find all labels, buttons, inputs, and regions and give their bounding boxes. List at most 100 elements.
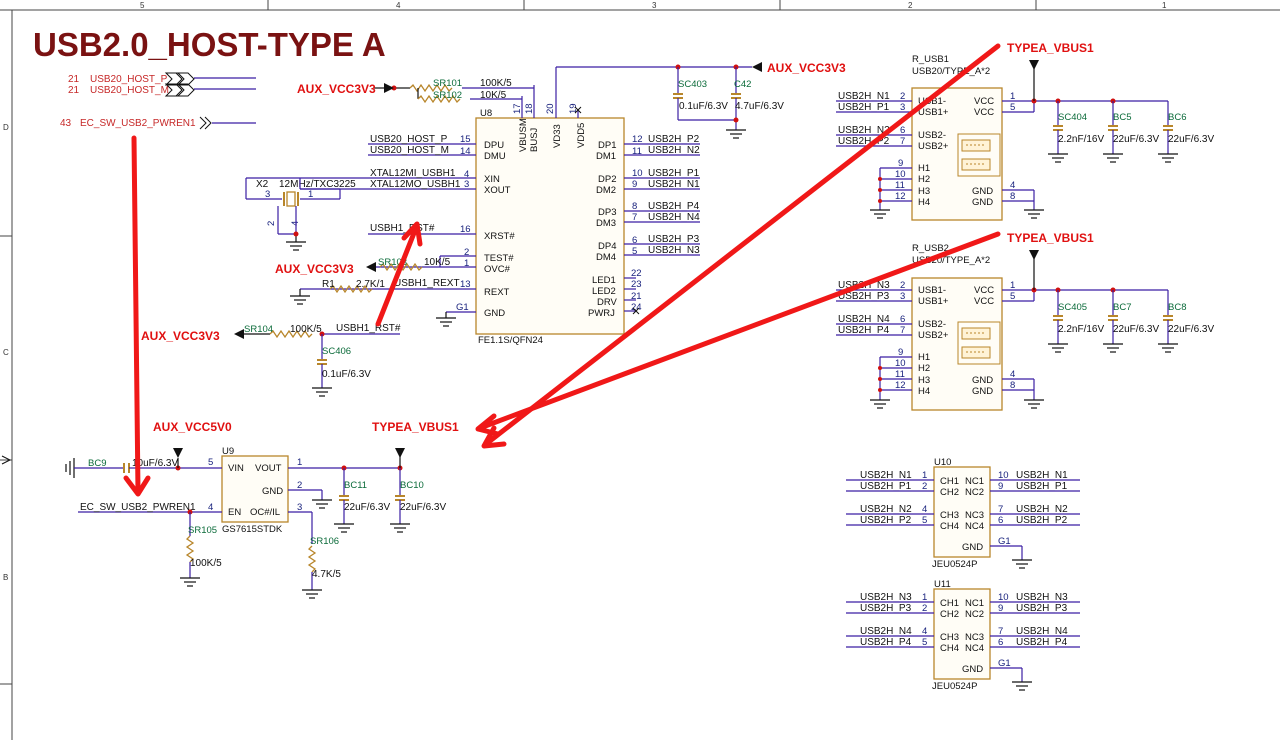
svg-text:LED2: LED2 [592,286,616,297]
svg-text:USB2H_N1: USB2H_N1 [838,91,890,102]
svg-text:1: 1 [1010,280,1015,291]
svg-text:6: 6 [998,515,1003,526]
svg-text:LED1: LED1 [592,275,616,286]
power-aux3v3-d: AUX_VCC3V3 [141,329,220,343]
svg-text:USB1+: USB1+ [918,107,949,118]
svg-text:GND: GND [962,542,983,553]
svg-text:USB2H_N1: USB2H_N1 [860,470,912,481]
svg-text:SR101: SR101 [433,78,462,89]
svg-text:10: 10 [895,169,906,180]
svg-text:USB2H_P2: USB2H_P2 [1016,515,1068,526]
svg-text:22: 22 [631,268,642,279]
sc404-capacitor: SC404 2.2nF/16V [1048,101,1104,163]
bc5-capacitor: BC5 22uF/6.3V [1103,101,1159,163]
svg-text:USB20_HOST_P: USB20_HOST_P [370,134,448,145]
svg-text:USB2H_P3: USB2H_P3 [838,291,890,302]
svg-text:6: 6 [900,125,905,136]
svg-text:18: 18 [524,103,535,114]
svg-text:U9: U9 [222,446,234,457]
svg-text:USB2H_P4: USB2H_P4 [648,201,700,212]
offpage-host-m: 21 USB20_HOST_M [68,83,256,97]
svg-text:GND: GND [972,375,993,386]
svg-text:XTAL12MI_USBH1: XTAL12MI_USBH1 [370,168,456,179]
rusb1-connector: R_USB1 USB20/TYPE_A*2 USB1- USB1+ USB2- … [836,41,1168,221]
svg-text:GND: GND [484,308,505,319]
svg-text:0.1uF/6.3V: 0.1uF/6.3V [322,369,371,380]
svg-text:VIN: VIN [228,463,244,474]
power-aux3v3-c: AUX_VCC3V3 [275,262,354,276]
svg-text:6: 6 [998,637,1003,648]
svg-text:10: 10 [632,168,643,179]
svg-text:DRV: DRV [597,297,618,308]
svg-text:NC2: NC2 [965,487,984,498]
svg-text:10: 10 [998,470,1009,481]
svg-text:GND: GND [262,486,283,497]
vd33-rail: AUX_VCC3V3 [556,61,846,75]
svg-text:2: 2 [266,221,277,226]
svg-text:AUX_VCC3V3: AUX_VCC3V3 [297,82,376,96]
svg-text:8: 8 [1010,191,1015,202]
border-col-5: 5 [140,1,145,10]
svg-text:NC3: NC3 [965,510,984,521]
svg-text:SR105: SR105 [188,525,217,536]
svg-text:BC9: BC9 [88,458,106,469]
svg-text:XRST#: XRST# [484,231,515,242]
svg-text:CH4: CH4 [940,521,959,532]
bc10-capacitor: BC10 22uF/6.3V [390,468,446,533]
u9-power-switch: U9 GS7615STDK VIN EN VOUT GND OC#/IL 5 4… [78,420,459,544]
svg-text:H3: H3 [918,375,930,386]
svg-text:USB2H_P1: USB2H_P1 [648,168,700,179]
svg-text:9: 9 [898,347,903,358]
svg-text:4: 4 [1010,180,1015,191]
svg-text:USB2H_P3: USB2H_P3 [648,234,700,245]
svg-text:OVC#: OVC# [484,264,511,275]
svg-text:NC4: NC4 [965,643,984,654]
svg-text:7: 7 [632,212,637,223]
svg-text:C42: C42 [734,79,751,90]
offpage-host-p: 21 USB20_HOST_P [68,72,256,86]
svg-text:NC3: NC3 [965,632,984,643]
svg-text:USB2H_N3: USB2H_N3 [648,245,700,256]
svg-text:X2: X2 [256,179,269,190]
sc403-capacitor: SC403 0.1uF/6.3V [673,67,736,121]
svg-text:5: 5 [1010,291,1015,302]
border-col-2: 2 [908,1,913,10]
svg-text:H3: H3 [918,186,930,197]
svg-text:SR106: SR106 [310,536,339,547]
svg-text:DM4: DM4 [596,252,616,263]
svg-text:JEU0524P: JEU0524P [932,559,977,570]
r1-resistor: R1 2.7K/1 [290,279,385,305]
svg-text:SC406: SC406 [322,346,351,357]
svg-text:BUSJ: BUSJ [529,127,540,152]
svg-text:4.7uF/6.3V: 4.7uF/6.3V [735,101,784,112]
arrow-rst-to-xrst [375,221,423,327]
svg-text:9: 9 [998,603,1003,614]
border-row-c: C [3,348,9,357]
svg-text:USB2-: USB2- [918,319,946,330]
svg-text:12: 12 [632,134,643,145]
c42-capacitor: C42 4.7uF/6.3V [726,67,784,139]
svg-text:12MHz/TXC3225: 12MHz/TXC3225 [279,179,356,190]
svg-text:USB2H_N2: USB2H_N2 [838,125,890,136]
svg-text:10K/5: 10K/5 [424,257,451,268]
border-col-1: 1 [1162,1,1167,10]
svg-text:1: 1 [1010,91,1015,102]
svg-text:CH1: CH1 [940,476,959,487]
svg-text:USB1-: USB1- [918,285,946,296]
sr102-resistor: SR102 10K/5 [417,88,522,104]
svg-text:100K/5: 100K/5 [190,558,222,569]
bc8-capacitor: BC8 22uF/6.3V [1158,290,1214,353]
svg-text:CH3: CH3 [940,510,959,521]
sr104-resistor: AUX_VCC3V3 SR104 100K/5 USBH1_RST# [141,323,401,343]
svg-text:4: 4 [1010,369,1015,380]
svg-text:USB20/TYPE_A*2: USB20/TYPE_A*2 [912,255,990,266]
offpage-pwren: 43 EC_SW_USB2_PWREN1 [60,116,256,130]
sc406-capacitor: SC406 0.1uF/6.3V [312,334,371,397]
svg-text:22uF/6.3V: 22uF/6.3V [1113,324,1159,335]
svg-text:NC1: NC1 [965,598,984,609]
svg-text:USB2H_N2: USB2H_N2 [1016,504,1068,515]
bc7-capacitor: BC7 22uF/6.3V [1103,290,1159,353]
svg-text:5: 5 [632,246,637,257]
svg-text:H1: H1 [918,352,930,363]
